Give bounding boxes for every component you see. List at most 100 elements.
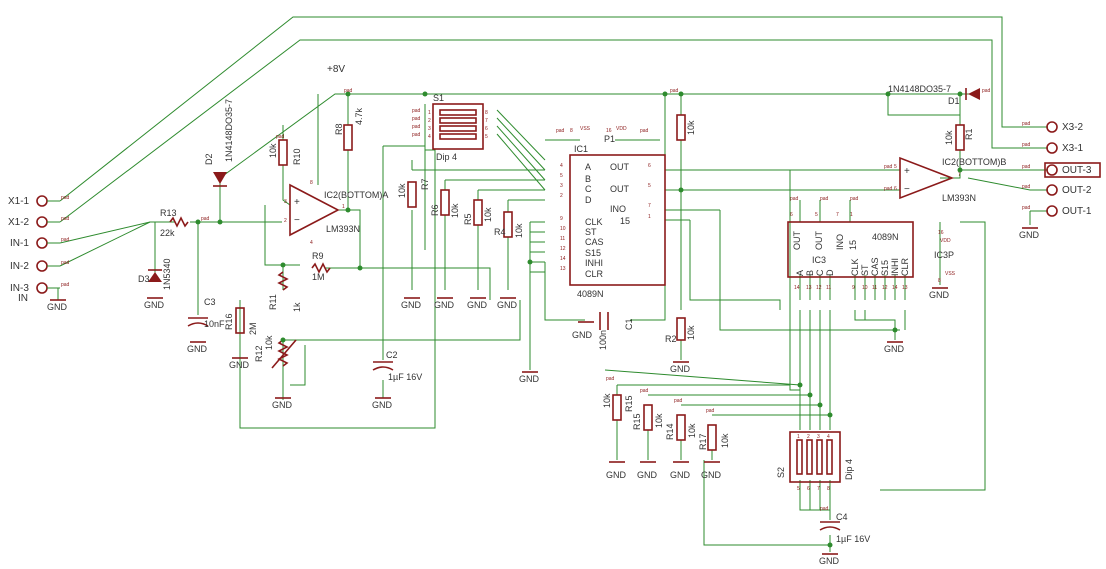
svg-text:8: 8 xyxy=(485,110,488,116)
svg-text:10k: 10k xyxy=(268,143,278,158)
resistor-r10: R10 10k xyxy=(268,139,302,166)
svg-text:11: 11 xyxy=(872,285,877,291)
svg-text:D1: D1 xyxy=(948,96,960,106)
svg-text:GND: GND xyxy=(144,300,165,310)
svg-text:R7: R7 xyxy=(420,178,430,190)
svg-text:7: 7 xyxy=(958,172,961,178)
svg-text:8: 8 xyxy=(827,486,830,492)
connector-label: X1-2 xyxy=(8,217,30,228)
svg-text:14: 14 xyxy=(794,285,800,291)
svg-text:C: C xyxy=(815,269,825,276)
svg-text:3: 3 xyxy=(428,126,431,132)
svg-text:+: + xyxy=(294,197,300,208)
diodes: D2 1N4148DO35-7 D3 1N5340 D1 1N4148DO35-… xyxy=(138,84,980,290)
svg-text:pad: pad xyxy=(850,196,859,202)
svg-text:GND: GND xyxy=(519,374,540,384)
svg-text:R16: R16 xyxy=(224,313,234,330)
svg-text:pad: pad xyxy=(1022,184,1031,190)
dip-switch-s2: S2 Dip 4 1 2 3 4 5 6 7 8 xyxy=(776,431,854,492)
svg-text:1M: 1M xyxy=(312,272,325,282)
svg-text:Dip 4: Dip 4 xyxy=(844,459,854,480)
svg-text:D: D xyxy=(825,269,835,276)
svg-text:+: + xyxy=(904,166,910,177)
gnd-symbol: GND xyxy=(701,461,722,480)
ic3-name: IC3 xyxy=(812,255,826,265)
svg-text:R13: R13 xyxy=(160,208,177,218)
svg-text:pad: pad xyxy=(706,408,715,414)
svg-text:1: 1 xyxy=(342,204,345,210)
svg-text:pad: pad xyxy=(412,116,421,122)
svg-text:A: A xyxy=(585,162,591,172)
svg-text:pad: pad xyxy=(790,196,799,202)
svg-text:R6: R6 xyxy=(430,204,440,216)
svg-text:S15: S15 xyxy=(585,248,601,258)
gnd-symbol: GND xyxy=(434,297,455,310)
svg-text:GND: GND xyxy=(884,344,905,354)
svg-text:VSS: VSS xyxy=(580,126,591,132)
diode-d1: D1 1N4148DO35-7 xyxy=(888,84,980,106)
svg-text:GND: GND xyxy=(670,470,691,480)
svg-text:−: − xyxy=(294,215,300,226)
connector-label: X1-1 xyxy=(8,196,30,207)
svg-text:D: D xyxy=(585,195,592,205)
resistor-r6: R6 10k xyxy=(430,189,460,218)
svg-text:16: 16 xyxy=(938,230,944,236)
svg-text:22k: 22k xyxy=(160,228,175,238)
svg-text:pad: pad xyxy=(556,128,565,134)
svg-text:10k: 10k xyxy=(264,335,274,350)
resistors: R13 22k R10 10k R8 4.7k R9 1M R11 1k xyxy=(160,107,974,451)
svg-text:10k: 10k xyxy=(654,413,664,428)
svg-text:INHI: INHI xyxy=(890,258,900,276)
gnd-symbol: GND xyxy=(187,341,208,354)
svg-text:INO: INO xyxy=(610,204,626,214)
svg-text:12: 12 xyxy=(560,246,566,252)
svg-text:10k: 10k xyxy=(686,120,696,135)
svg-text:B: B xyxy=(585,174,591,184)
svg-text:1N5340: 1N5340 xyxy=(162,258,172,290)
svg-text:R11: R11 xyxy=(268,294,278,310)
svg-text:R2: R2 xyxy=(665,334,677,344)
resistor-r2: R2 10k xyxy=(665,317,696,344)
opamp-ic2a: + − IC2(BOTTOM)A LM393N 2 3 1 8 4 xyxy=(284,180,388,246)
svg-text:10k: 10k xyxy=(450,203,460,218)
svg-text:pad: pad xyxy=(61,260,70,266)
svg-text:12: 12 xyxy=(816,285,822,291)
svg-text:3: 3 xyxy=(817,434,820,440)
svg-text:pad: pad xyxy=(61,195,70,201)
svg-text:6: 6 xyxy=(894,186,897,192)
resistor-r9: R9 1M xyxy=(311,251,331,282)
svg-text:12: 12 xyxy=(882,285,888,291)
gnd-symbol: GND xyxy=(670,461,691,480)
svg-text:OUT: OUT xyxy=(792,231,802,251)
svg-text:4: 4 xyxy=(827,434,830,440)
connector-label: IN-3 xyxy=(10,283,29,294)
connector-out-2: OUT-2 xyxy=(1046,184,1092,196)
svg-text:10k: 10k xyxy=(602,393,612,408)
svg-text:10k: 10k xyxy=(514,223,524,238)
svg-text:11: 11 xyxy=(560,236,565,242)
resistor-r15a: 10k R15 xyxy=(602,393,634,421)
svg-text:pad: pad xyxy=(1022,205,1031,211)
resistor-r8: R8 4.7k xyxy=(334,107,364,151)
capacitors: C3 10nF C2 1µF 16V C1 100n C4 1µF 16V xyxy=(187,297,870,544)
svg-text:14: 14 xyxy=(892,285,898,291)
svg-text:R15: R15 xyxy=(624,395,634,412)
gnd-symbol: GND xyxy=(497,297,518,310)
gnd-symbol: GND xyxy=(1019,227,1040,240)
resistor-r11: R11 1k xyxy=(268,271,302,312)
svg-text:6: 6 xyxy=(485,126,488,132)
svg-text:pad: pad xyxy=(884,186,893,192)
resistor-r4: R4 10k xyxy=(494,211,524,238)
capacitor-c3: C3 10nF xyxy=(187,297,225,329)
svg-text:16: 16 xyxy=(606,128,612,134)
svg-text:5: 5 xyxy=(485,134,488,140)
ic2a-name: IC2(BOTTOM)A xyxy=(324,190,388,200)
resistor-r15b: R15 10k xyxy=(632,404,664,431)
connector-x1-2: X1-2 xyxy=(8,216,60,228)
svg-text:INHI: INHI xyxy=(585,258,603,268)
svg-text:pad: pad xyxy=(1022,142,1031,148)
svg-text:5: 5 xyxy=(815,212,818,218)
svg-text:GND: GND xyxy=(929,290,950,300)
svg-text:5: 5 xyxy=(797,486,800,492)
svg-text:10k: 10k xyxy=(944,130,954,145)
